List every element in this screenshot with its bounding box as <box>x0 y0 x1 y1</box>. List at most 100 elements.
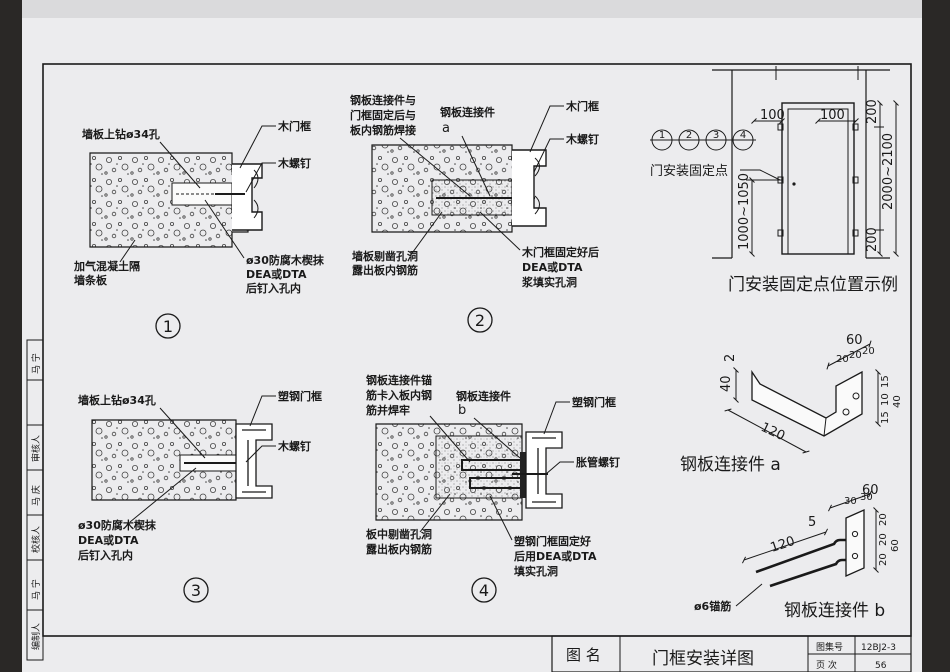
detail-4: 钢板连接件锚 筋卡入板内钢 筋并焊牢 钢板连接件 b 塑钢门框 胀管螺钉 板中剔… <box>365 373 620 603</box>
atlas-number: 12BJ2-3 <box>861 643 896 653</box>
label-chisel-1: 墙板剔凿孔洞 <box>352 249 418 263</box>
label-fill-1: 木门框固定好后 <box>521 245 599 259</box>
label-expansion-screw: 胀管螺钉 <box>576 455 620 469</box>
label-wood-frame: 木门框 <box>277 119 311 133</box>
label-panel-1: 加气混凝土隔 <box>73 259 140 273</box>
detail-number-2: 2 <box>475 311 485 330</box>
fixing-point-circles: 1 2 3 4 <box>650 129 756 151</box>
label-fill-1: 塑钢门框固定好 <box>514 534 591 548</box>
label-connector: 钢板连接件 <box>456 389 511 403</box>
dim-a-20b: 20 <box>849 350 862 361</box>
paper-top-shadow <box>22 0 922 18</box>
rebar-b-upper <box>755 538 846 574</box>
rebar-b-lower <box>769 558 846 588</box>
label-chisel-2: 露出板内钢筋 <box>366 542 432 556</box>
detail-3: 墙板上钻ø34孔 塑钢门框 木螺钉 ø30防腐木楔抹 DEA或DTA 后钉入孔内… <box>78 389 322 603</box>
label-wood-screw: 木螺钉 <box>565 132 599 146</box>
label-plug-3: 后钉入孔内 <box>246 281 301 295</box>
dim-a-15b: 15 <box>880 411 891 424</box>
label-connector-2: 门框固定后与 <box>350 108 416 122</box>
plate-b-body <box>845 508 865 578</box>
detail-number-3: 3 <box>191 581 201 600</box>
sig-cell-3: 校核人 <box>30 526 42 553</box>
label-fill-2: 后用DEA或DTA <box>514 549 597 563</box>
sig-cell-2: 马 宁 <box>30 579 42 600</box>
dim-200-top: 200 <box>865 99 880 124</box>
dim-b-5: 5 <box>808 515 816 530</box>
label-plug-1: ø30防腐木楔抹 <box>78 518 157 532</box>
dim-a-20a: 20 <box>836 354 849 365</box>
dim-a-40r: 40 <box>892 395 903 408</box>
plate-a-caption: 钢板连接件 a <box>680 455 781 475</box>
circle-1: 1 <box>659 130 665 141</box>
dim-fix-height: 1000~1050 <box>737 173 752 250</box>
label-drill-hole: 墙板上钻ø34孔 <box>82 127 160 141</box>
dim-a-20c: 20 <box>862 346 875 357</box>
plate-b-caption: 钢板连接件 b <box>784 601 885 621</box>
label-chisel-1: 板中剔凿孔洞 <box>366 527 432 541</box>
door-fixing-example: 100 100 200 200 2000~2100 1000~1050 1 2 … <box>650 66 899 295</box>
dim-b-20c: 20 <box>878 553 889 566</box>
label-panel-2: 墙条板 <box>74 273 108 287</box>
label-drill-hole: 墙板上钻ø34孔 <box>78 393 156 407</box>
dim-b-60v: 60 <box>890 539 901 552</box>
label-chisel-2: 露出板内钢筋 <box>352 263 418 277</box>
door-example-caption: 门安装固定点位置示例 <box>728 275 898 295</box>
label-connector-tag: a <box>442 121 450 136</box>
label-plug-2: DEA或DTA <box>246 267 307 281</box>
page-label: 页 次 <box>816 659 837 671</box>
label-steel-frame: 塑钢门框 <box>278 389 322 403</box>
dim-200-bottom: 200 <box>865 227 880 252</box>
label-connector-tag: b <box>458 403 466 418</box>
steel-plate-a: 40 2 120 60 20 20 20 15 10 15 40 钢板连接件 a <box>680 333 903 475</box>
door-leaf <box>787 108 849 255</box>
signature-strip: 编制人 马 宁 校核人 马 庆 审核人 马 宁 <box>26 339 44 661</box>
label-fill-3: 浆填实孔洞 <box>522 275 577 289</box>
dim-a-2: 2 <box>723 354 738 362</box>
circle-2: 2 <box>686 130 692 141</box>
label-anchor-2: 筋卡入板内钢 <box>365 388 432 402</box>
dim-b-60: 60 <box>862 483 879 498</box>
label-wood-screw: 木螺钉 <box>277 439 311 453</box>
dim-a-60: 60 <box>846 333 863 348</box>
label-plug-3: 后钉入孔内 <box>78 548 133 562</box>
label-rebar: ø6锚筋 <box>694 599 731 613</box>
detail-number-4: 4 <box>479 581 489 600</box>
steel-plate-b-detail: 120 5 60 30 30 20 20 20 60 ø6锚筋 钢板连接件 b <box>694 483 901 621</box>
dim-b-120: 120 <box>769 534 797 556</box>
detail-2: 钢板连接件与 门框固定后与 板内钢筋焊接 钢板连接件 a 木门框 木螺钉 墙板剔… <box>350 93 599 333</box>
dim-b-20a: 20 <box>878 513 889 526</box>
circle-4: 4 <box>740 130 746 141</box>
sig-cell-5: 审核人 <box>30 435 42 462</box>
label-anchor-3: 筋并焊牢 <box>365 403 410 417</box>
label-fix-point: 门安装固定点 <box>650 164 728 179</box>
label-anchor-1: 钢板连接件锚 <box>366 373 432 387</box>
label-connector: 钢板连接件 <box>440 105 495 119</box>
label-plug-2: DEA或DTA <box>78 533 139 547</box>
circle-3: 3 <box>713 130 719 141</box>
sheet-title: 门框安装详图 <box>652 649 754 669</box>
detail-1: 墙板上钻ø34孔 木门框 木螺钉 加气混凝土隔 墙条板 ø30防腐木楔抹 DEA… <box>73 119 325 339</box>
dim-b-30b: 30 <box>860 492 873 503</box>
detail-number-1: 1 <box>163 317 173 336</box>
label-steel-frame: 塑钢门框 <box>572 395 616 409</box>
title-block: 图 名 门框安装详图 图集号 12BJ2-3 页 次 56 <box>551 635 912 672</box>
label-fill-2: DEA或DTA <box>522 260 583 274</box>
title-label: 图 名 <box>566 646 601 664</box>
label-fill-3: 填实孔洞 <box>514 564 558 578</box>
label-connector-3: 板内钢筋焊接 <box>350 123 416 137</box>
sig-cell-1: 编制人 <box>30 623 42 650</box>
wood-door-frame <box>232 163 263 231</box>
dim-a-15a: 15 <box>880 375 891 388</box>
dim-b-30a: 30 <box>844 496 857 507</box>
dim-a-10: 10 <box>880 393 891 406</box>
dim-b-20b: 20 <box>878 533 889 546</box>
sig-cell-4: 马 庆 <box>30 485 42 506</box>
wood-door-frame <box>512 149 547 227</box>
label-wood-frame: 木门框 <box>565 99 599 113</box>
sig-cell-6: 马 宁 <box>30 353 42 374</box>
atlas-label: 图集号 <box>816 641 843 653</box>
label-plug-1: ø30防腐木楔抹 <box>246 253 325 267</box>
wall-panel <box>91 419 237 501</box>
